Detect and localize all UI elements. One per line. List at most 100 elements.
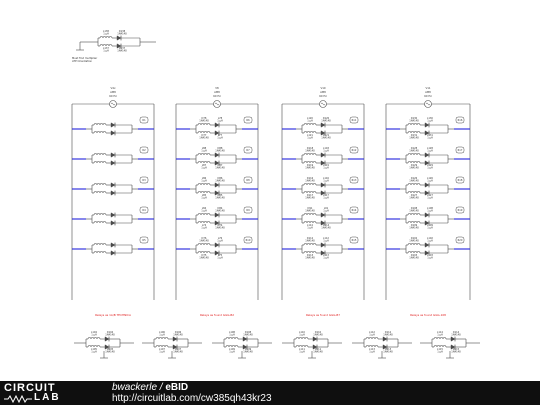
part-ref: D137 [119,47,126,50]
part-ref: D84 [218,207,223,210]
author-name[interactable]: bwackerle [112,382,158,393]
part-value: 1 µH [307,120,313,123]
part-value: 1 µH [427,227,433,230]
relay-tag-bubble [349,236,359,244]
part-ref: D86 [218,177,223,180]
part-ref: D112 [307,237,314,240]
circuit-url[interactable]: http://circuitlab.com/cw385qh43kr23 [112,393,272,404]
part-ref: L107 [159,348,165,351]
part-ref: D113 [385,348,392,351]
relay-tag-label: R8 [246,179,250,182]
part-ref: D85 [218,194,223,197]
part-value: 1 µH [427,137,433,140]
project-name[interactable]: eBID [165,382,189,393]
diode-symbol [214,220,220,226]
relay-tag-label: R4 [142,209,146,212]
inductor-symbol [93,213,107,216]
part-ref: L103 [427,254,433,257]
relay-tag-label: R2 [142,149,146,152]
part-value: 1 µH [159,351,165,354]
inductor-symbol [303,153,317,156]
part-value: 1N4148 [305,240,315,243]
inductor-symbol [365,337,379,340]
part-ref: D117 [307,194,314,197]
part-value: 1N4148 [243,334,253,337]
source-frequency: 60 Hz [213,94,221,98]
inductor-symbol [93,161,107,164]
part-ref: L108 [229,331,235,334]
inductor-symbol [407,191,421,194]
relay-tag-label: R17 [458,149,463,152]
inductor-symbol [197,161,211,164]
part-ref: D76 [202,237,207,240]
diode-symbol [110,152,116,158]
part-ref: L128 [427,147,433,150]
diode-symbol [110,122,116,128]
inductor-symbol [93,131,107,134]
inductor-symbol [93,153,107,156]
inductor-symbol [303,131,317,134]
diode-symbol [424,250,430,256]
diode-symbol [320,220,326,226]
circuit-title: bwackerle / eBID [112,382,188,393]
column-caption: Relays as found GGG-B2 [200,313,234,317]
part-value: 1N4148 [105,351,115,354]
part-ref: L114 [437,331,443,334]
diode-symbol [320,212,326,218]
part-ref: L77 [218,134,223,137]
part-ref: L129 [427,164,433,167]
relay-tag-bubble [139,236,149,244]
part-value: 1 µH [437,351,443,354]
inductor-symbol [197,183,211,186]
part-value: 1N4148 [199,137,209,140]
part-ref: D102 [411,237,418,240]
relay-tag-bubble [243,176,253,184]
inductor-symbol [433,337,447,340]
part-ref: L131 [427,134,433,137]
part-value: 1 µH [323,167,329,170]
ac-wave-icon [110,102,116,106]
top-cell-note-line1: Must find multiplier [72,56,98,60]
footer-bar: CIRCUIT LAB bwackerle / eBID http://circ… [0,381,540,405]
inductor-symbol [433,345,447,348]
part-value: 1N4148 [313,334,323,337]
part-value: 1 µH [299,334,305,337]
source-frequency: 60 Hz [109,94,117,98]
part-ref: L109 [427,224,433,227]
inductor-symbol [225,345,239,348]
part-ref: L112 [323,237,329,240]
diode-symbol [110,250,116,256]
diode-symbol [424,190,430,196]
part-value: 1 µH [201,180,207,183]
relay-tag-label: R3 [142,179,146,182]
inductor-symbol [303,243,317,246]
part-value: 1N4148 [305,210,315,213]
part-ref: L116 [323,177,329,180]
relay-tag-bubble [455,236,465,244]
part-value: 1N4148 [409,150,419,153]
part-value: 1 µH [217,240,223,243]
part-value: 1 µH [323,257,329,260]
diode-symbol [424,182,430,188]
inductor-symbol [197,191,211,194]
diode-symbol [116,43,122,49]
relay-tag-bubble [349,176,359,184]
circuitlab-logo[interactable]: CIRCUIT LAB [4,383,104,403]
column-caption: Relays as found GGG-108 [410,313,446,317]
diode-symbol [320,130,326,136]
part-value: 1 µH [307,227,313,230]
diode-symbol [110,130,116,136]
part-value: 1N4148 [215,227,225,230]
column-caption: Relays as 1A/B TECHNICA [95,313,131,317]
part-ref: L110 [299,331,305,334]
part-value: 1N4148 [105,334,115,337]
diode-symbol [214,250,220,256]
relay-tag-label: R19 [458,209,463,212]
title-separator: / [157,382,166,393]
part-ref: L120 [307,117,313,120]
part-ref: D119 [307,164,314,167]
